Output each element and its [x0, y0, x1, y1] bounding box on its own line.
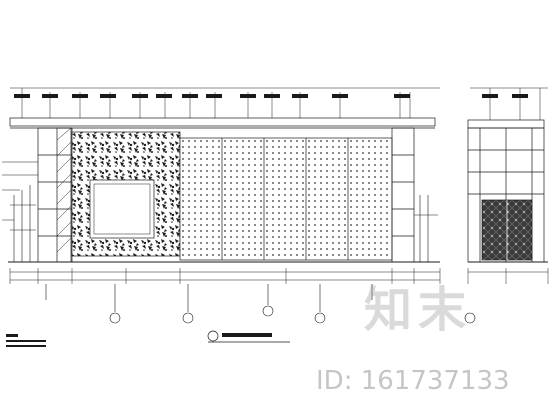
right-railing-detail — [414, 195, 438, 262]
watermark-id: ID: 161737133 — [316, 366, 510, 396]
notes — [6, 334, 46, 347]
top-callouts — [10, 87, 548, 120]
ceiling-beam — [9, 117, 436, 127]
dimension-chain — [9, 268, 549, 284]
railing-detail — [10, 185, 36, 262]
main-elevation — [8, 117, 440, 263]
hatched-column — [56, 127, 72, 263]
right-grid-column — [391, 127, 415, 263]
drawing-title — [207, 330, 290, 343]
watermark-logo: 知末 — [364, 282, 473, 338]
section-markers — [45, 284, 476, 324]
left-callouts — [2, 161, 38, 221]
dotted-panels — [179, 137, 393, 261]
top-callout-labels — [14, 94, 528, 98]
side-elevation — [467, 119, 548, 263]
